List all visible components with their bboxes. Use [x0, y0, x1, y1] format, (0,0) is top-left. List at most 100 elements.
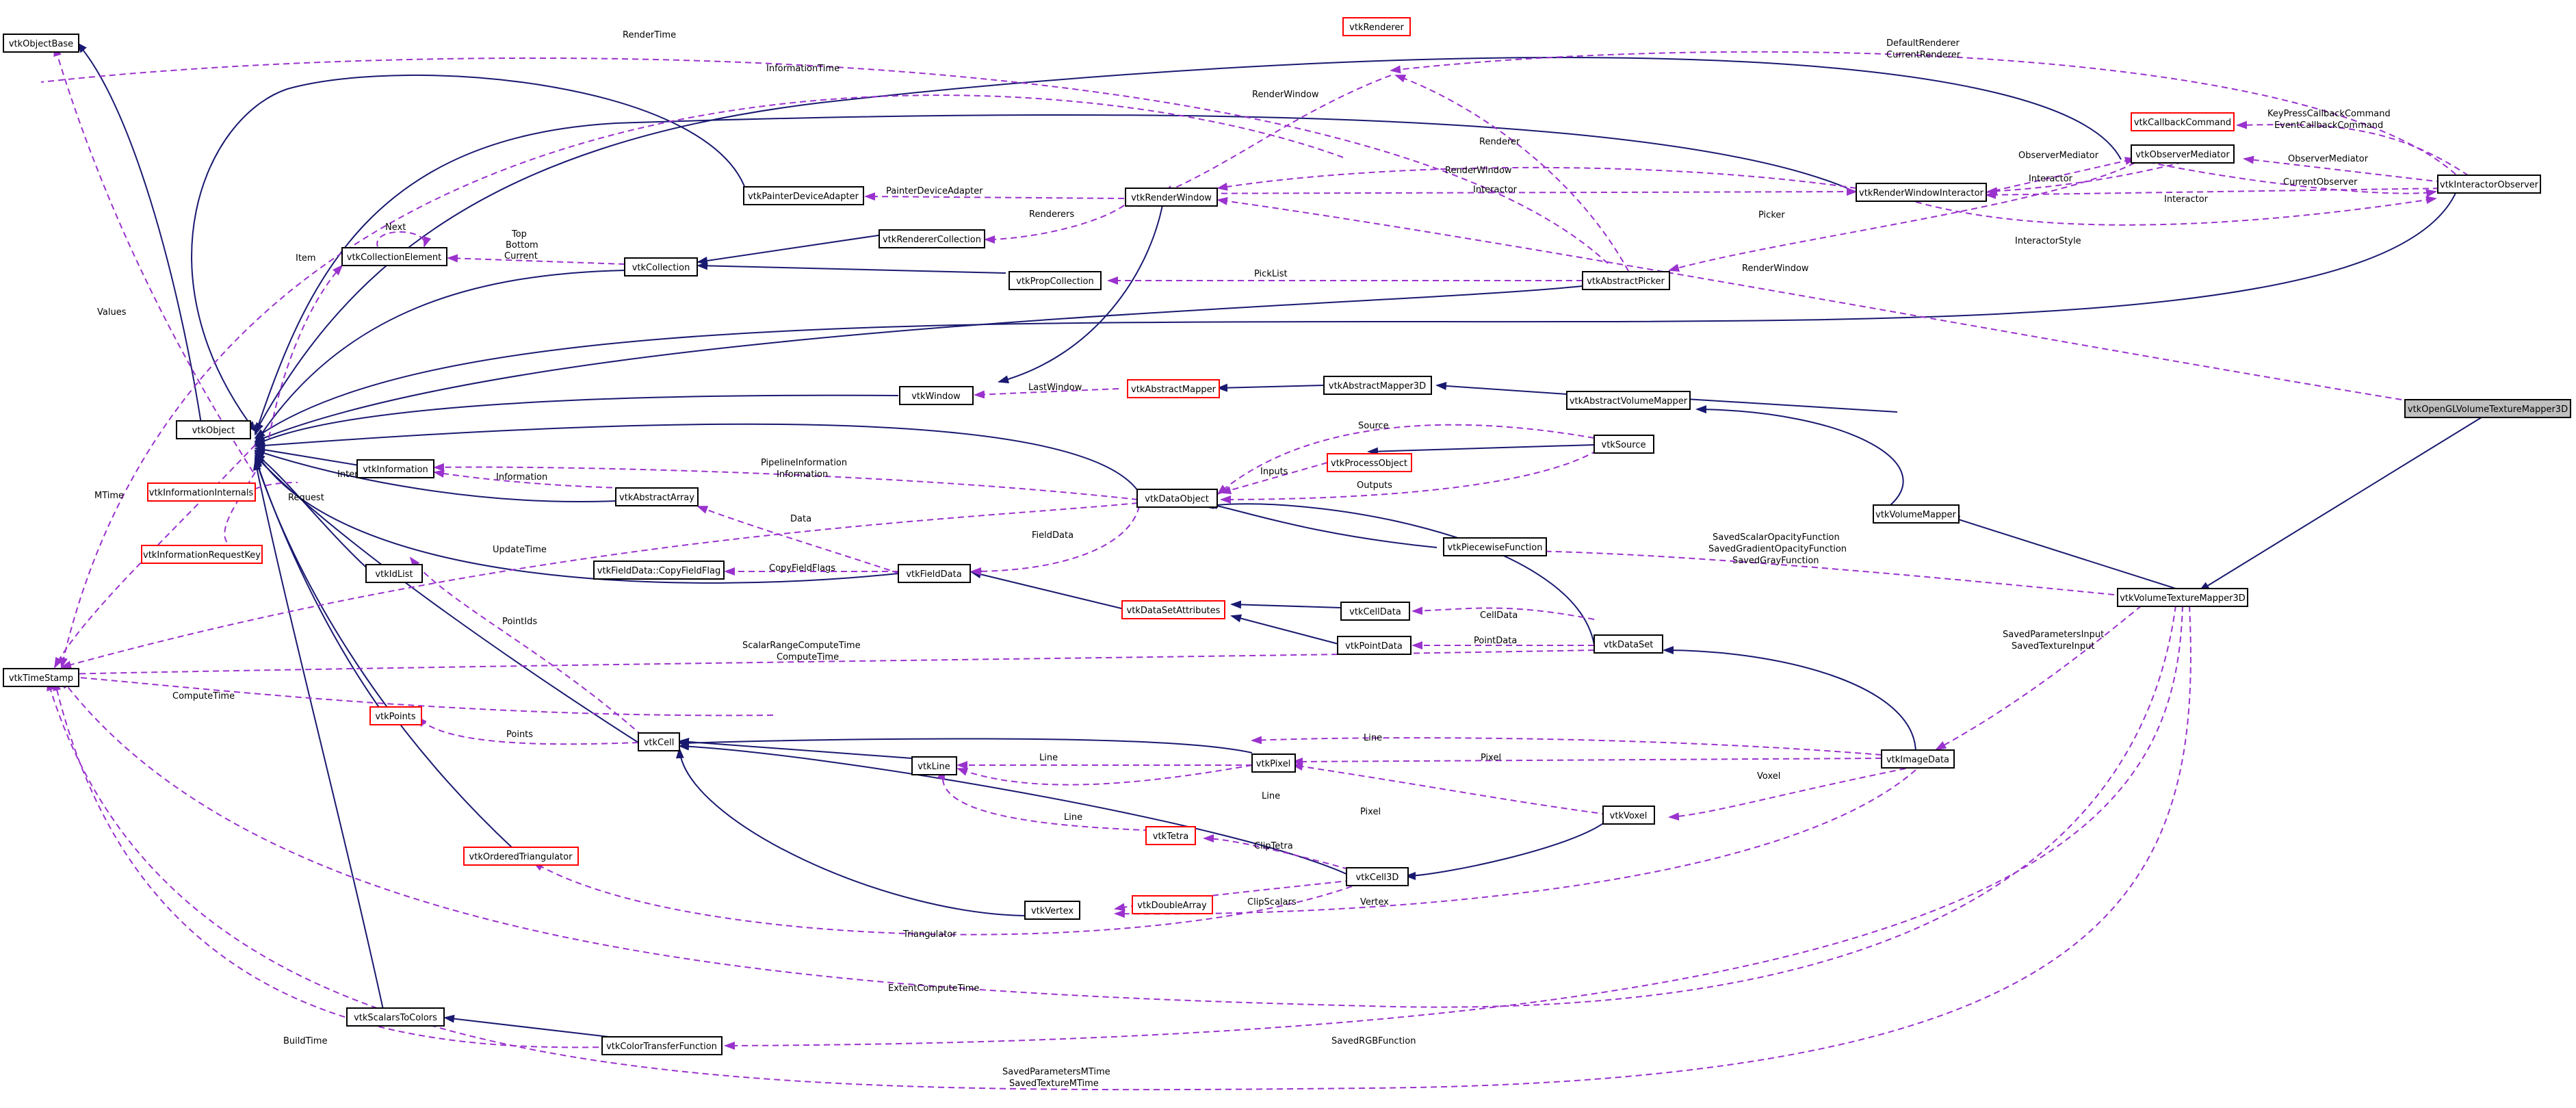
- node-label: vtkLine: [918, 762, 950, 772]
- node-vtkPointData[interactable]: vtkPointData: [1337, 636, 1411, 655]
- node-label: vtkInformationInternals: [149, 488, 254, 498]
- node-vtkAbstractArray[interactable]: vtkAbstractArray: [615, 487, 699, 506]
- node-vtkCallbackCommand[interactable]: vtkCallbackCommand: [2131, 112, 2235, 131]
- node-vtkOrderedTriangulator[interactable]: vtkOrderedTriangulator: [463, 847, 579, 866]
- edge-label: SavedGradientOpacityFunction: [1708, 544, 1847, 554]
- node-vtkRendererCollection[interactable]: vtkRendererCollection: [879, 229, 985, 248]
- edge-label: Information: [777, 469, 828, 480]
- node-vtkDataSetAttributes[interactable]: vtkDataSetAttributes: [1121, 600, 1225, 619]
- node-vtkVertex[interactable]: vtkVertex: [1024, 901, 1080, 920]
- node-label: vtkCell: [644, 738, 675, 748]
- edge-label: SavedTextureInput: [2012, 641, 2094, 652]
- node-vtkImageData[interactable]: vtkImageData: [1881, 749, 1955, 769]
- node-vtkAbstractMapper3D[interactable]: vtkAbstractMapper3D: [1323, 376, 1432, 395]
- node-vtkObject[interactable]: vtkObject: [176, 420, 251, 439]
- node-vtkInteractorObserver[interactable]: vtkInteractorObserver: [2437, 175, 2541, 194]
- edge-labels: RenderTime InformationTime DefaultRender…: [94, 30, 2391, 1089]
- node-label: vtkPiecewiseFunction: [1448, 543, 1543, 553]
- edge-label: LastWindow: [1028, 383, 1082, 393]
- node-vtkPiecewiseFunction[interactable]: vtkPiecewiseFunction: [1443, 537, 1547, 556]
- node-vtkFieldData[interactable]: vtkFieldData: [898, 564, 971, 583]
- node-vtkPropCollection[interactable]: vtkPropCollection: [1009, 271, 1102, 290]
- edge-label: Current: [504, 251, 538, 261]
- node-vtkSource[interactable]: vtkSource: [1593, 435, 1654, 454]
- node-label: vtkRenderWindow: [1131, 193, 1212, 203]
- node-vtkVolumeTextureMapper3D[interactable]: vtkVolumeTextureMapper3D: [2117, 588, 2248, 607]
- node-vtkCellData[interactable]: vtkCellData: [1340, 602, 1410, 621]
- node-vtkLine[interactable]: vtkLine: [911, 756, 957, 775]
- node-vtkCollectionElement[interactable]: vtkCollectionElement: [341, 247, 447, 266]
- edge-label: Information: [496, 472, 547, 482]
- edge-label: Renderer: [1479, 137, 1520, 147]
- node-vtkScalarsToColors[interactable]: vtkScalarsToColors: [346, 1007, 445, 1027]
- edge-label: Source: [1358, 421, 1389, 431]
- node-label: vtkCell3D: [1356, 873, 1399, 883]
- edge-label: PickList: [1254, 269, 1288, 279]
- node-vtkInformation[interactable]: vtkInformation: [356, 459, 434, 478]
- node-vtkRenderer[interactable]: vtkRenderer: [1342, 17, 1411, 36]
- edge-label: Line: [1364, 733, 1382, 743]
- node-label: vtkPainterDeviceAdapter: [748, 192, 859, 202]
- node-vtkCell[interactable]: vtkCell: [638, 732, 680, 751]
- node-label: vtkDataSet: [1604, 640, 1654, 650]
- node-vtkPoints[interactable]: vtkPoints: [369, 706, 422, 725]
- edge-label: Inputs: [1260, 467, 1288, 477]
- node-vtkVoxel[interactable]: vtkVoxel: [1602, 806, 1655, 825]
- node-label: vtkAbstractMapper: [1131, 385, 1217, 395]
- node-label: vtkVoxel: [1610, 811, 1648, 821]
- node-label: vtkInteractorObserver: [2440, 180, 2539, 190]
- edge-label: RenderWindow: [1445, 166, 1512, 176]
- node-vtkWindow[interactable]: vtkWindow: [899, 386, 974, 405]
- edge-label: UpdateTime: [493, 545, 547, 555]
- edge-label: Line: [1262, 791, 1280, 801]
- node-vtkAbstractVolumeMapper[interactable]: vtkAbstractVolumeMapper: [1566, 391, 1691, 410]
- node-vtkCell3D[interactable]: vtkCell3D: [1346, 867, 1409, 886]
- edge-label: CellData: [1480, 610, 1518, 621]
- node-vtkDataObject[interactable]: vtkDataObject: [1136, 489, 1218, 508]
- edge-label: ClipTetra: [1254, 841, 1293, 851]
- edge-label: Item: [296, 253, 316, 263]
- edge-label: Line: [1039, 753, 1058, 763]
- node-label: vtkObserverMediator: [2135, 150, 2230, 160]
- edge-label: ObserverMediator: [2288, 154, 2369, 164]
- node-label: vtkVolumeTextureMapper3D: [2120, 593, 2246, 604]
- node-vtkTimeStamp[interactable]: vtkTimeStamp: [3, 668, 79, 687]
- node-label: vtkIdList: [375, 569, 413, 580]
- node-vtkInformationInternals[interactable]: vtkInformationInternals: [147, 482, 256, 502]
- node-vtkVolumeMapper[interactable]: vtkVolumeMapper: [1873, 504, 1960, 524]
- node-vtkCollection[interactable]: vtkCollection: [624, 257, 698, 276]
- node-vtkTetra[interactable]: vtkTetra: [1145, 826, 1196, 845]
- edge-label: SavedRGBFunction: [1331, 1036, 1416, 1046]
- node-label: vtkProcessObject: [1331, 459, 1407, 469]
- edge-label: Triangulator: [902, 929, 957, 940]
- node-vtkRenderWindow[interactable]: vtkRenderWindow: [1125, 188, 1218, 207]
- node-vtkProcessObject[interactable]: vtkProcessObject: [1327, 453, 1412, 472]
- node-vtkAbstractMapper[interactable]: vtkAbstractMapper: [1127, 379, 1220, 398]
- node-vtkIdList[interactable]: vtkIdList: [365, 564, 423, 583]
- node-vtkDataSet[interactable]: vtkDataSet: [1593, 634, 1663, 654]
- node-label: vtkRendererCollection: [883, 235, 981, 245]
- node-label: vtkAbstractMapper3D: [1329, 381, 1426, 391]
- edge-label: ClipScalars: [1247, 897, 1297, 907]
- node-vtkInformationRequestKey[interactable]: vtkInformationRequestKey: [141, 545, 263, 564]
- node-vtkPixel[interactable]: vtkPixel: [1251, 753, 1296, 773]
- node-vtkObjectBase[interactable]: vtkObjectBase: [3, 34, 79, 53]
- node-vtkAbstractPicker[interactable]: vtkAbstractPicker: [1582, 271, 1670, 290]
- edge-label: BuildTime: [283, 1036, 327, 1046]
- node-vtkColorTransferFunction[interactable]: vtkColorTransferFunction: [601, 1036, 723, 1055]
- node-vtkPainterDeviceAdapter[interactable]: vtkPainterDeviceAdapter: [743, 186, 864, 205]
- node-label: vtkCellData: [1349, 607, 1401, 617]
- edge-label: SavedParametersInput: [2003, 630, 2104, 640]
- edge-label: ObserverMediator: [2018, 151, 2099, 161]
- node-label: vtkTetra: [1153, 832, 1188, 842]
- node-label: vtkCollection: [632, 263, 690, 273]
- node-vtkOpenGLVolumeTextureMapper3D[interactable]: vtkOpenGLVolumeTextureMapper3D: [2404, 399, 2571, 418]
- node-vtkFieldDataCopyFieldFlag[interactable]: vtkFieldData::CopyFieldFlag: [593, 561, 725, 580]
- node-label: vtkPropCollection: [1016, 276, 1094, 287]
- edge-label: PointData: [1474, 636, 1517, 646]
- edge-label: ExtentComputeTime: [888, 983, 979, 994]
- node-vtkRenderWindowInteractor[interactable]: vtkRenderWindowInteractor: [1856, 183, 1987, 202]
- node-vtkObserverMediator[interactable]: vtkObserverMediator: [2131, 144, 2235, 164]
- node-vtkDoubleArray[interactable]: vtkDoubleArray: [1132, 895, 1213, 914]
